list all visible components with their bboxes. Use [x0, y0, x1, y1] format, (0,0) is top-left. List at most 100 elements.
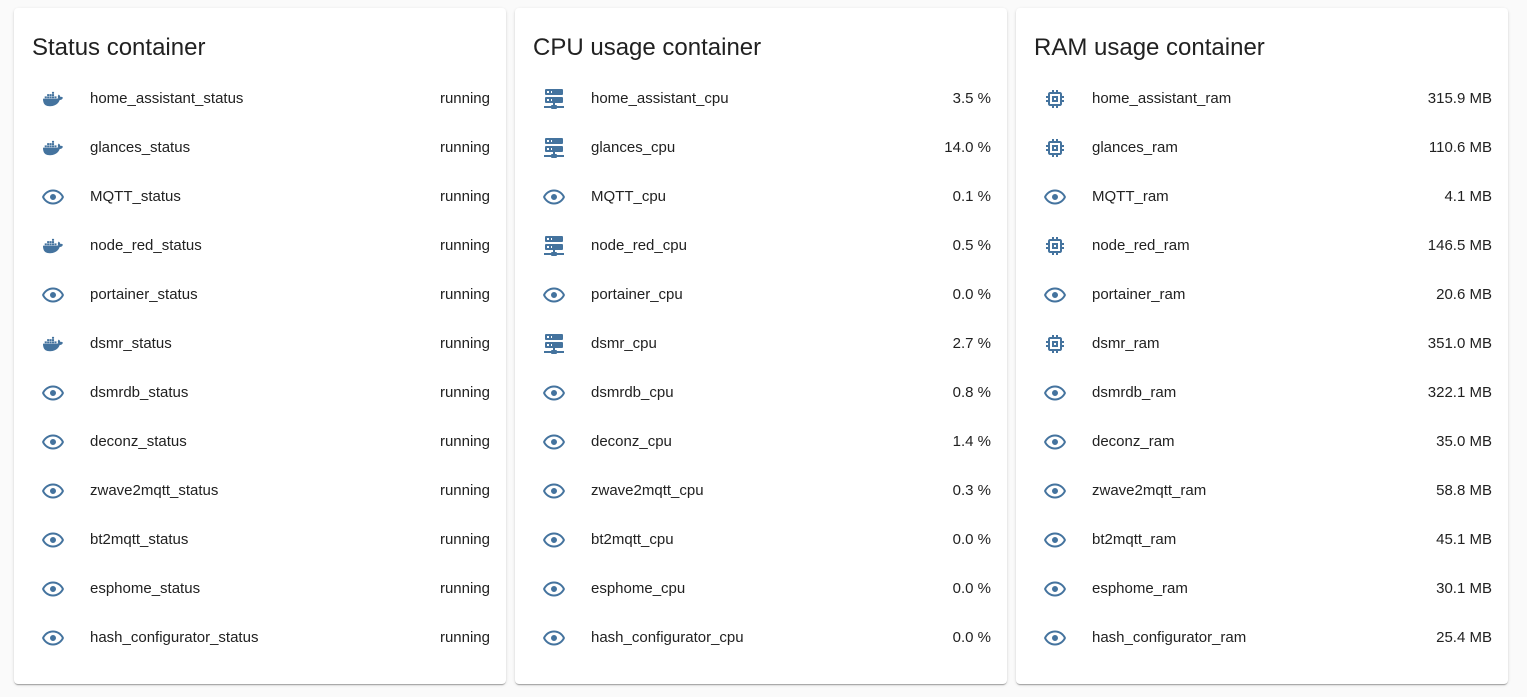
- entity-state: 2.7 %: [952, 335, 991, 352]
- entity-state: running: [439, 433, 490, 450]
- entity-name: esphome_ram: [1092, 580, 1188, 597]
- entity-state: 322.1 MB: [1427, 384, 1492, 401]
- entity-state: running: [439, 188, 490, 205]
- eye-icon: [542, 381, 566, 405]
- entity-row-glances-cpu[interactable]: glances_cpu 14.0 %: [515, 123, 1007, 172]
- entity-state: 25.4 MB: [1436, 629, 1492, 646]
- eye-icon: [1043, 381, 1067, 405]
- server-network-icon: [542, 332, 566, 356]
- entity-row-dsmr-ram[interactable]: dsmr_ram 351.0 MB: [1016, 319, 1508, 368]
- entity-row-node-red-cpu[interactable]: node_red_cpu 0.5 %: [515, 221, 1007, 270]
- entity-name: portainer_ram: [1092, 286, 1186, 303]
- entity-row-esphome-ram[interactable]: esphome_ram 30.1 MB: [1016, 564, 1508, 613]
- entity-row-deconz-status[interactable]: deconz_status running: [14, 417, 506, 466]
- eye-icon: [1043, 479, 1067, 503]
- entity-name: esphome_status: [90, 580, 201, 597]
- entity-name: portainer_status: [90, 286, 198, 303]
- entity-row-deconz-ram[interactable]: deconz_ram 35.0 MB: [1016, 417, 1508, 466]
- entity-state: 58.8 MB: [1436, 482, 1492, 499]
- card-cpu-usage-container: CPU usage container home_assistant_cpu 3…: [515, 8, 1007, 684]
- eye-icon: [542, 430, 566, 454]
- entity-row-portainer-status[interactable]: portainer_status running: [14, 270, 506, 319]
- entity-row-bt2mqtt-cpu[interactable]: bt2mqtt_cpu 0.0 %: [515, 515, 1007, 564]
- memory-icon: [1043, 87, 1067, 111]
- entity-row-dsmr-status[interactable]: dsmr_status running: [14, 319, 506, 368]
- entity-name: home_assistant_cpu: [591, 90, 729, 107]
- entity-row-bt2mqtt-status[interactable]: bt2mqtt_status running: [14, 515, 506, 564]
- entity-name: hash_configurator_cpu: [591, 629, 744, 646]
- entity-row-glances-ram[interactable]: glances_ram 110.6 MB: [1016, 123, 1508, 172]
- entity-row-zwave2mqtt-status[interactable]: zwave2mqtt_status running: [14, 466, 506, 515]
- entity-row-zwave2mqtt-ram[interactable]: zwave2mqtt_ram 58.8 MB: [1016, 466, 1508, 515]
- entity-name: deconz_ram: [1092, 433, 1175, 450]
- entity-row-zwave2mqtt-cpu[interactable]: zwave2mqtt_cpu 0.3 %: [515, 466, 1007, 515]
- entity-name: dsmrdb_cpu: [591, 384, 674, 401]
- entity-state: running: [439, 286, 490, 303]
- entity-row-home-assistant-cpu[interactable]: home_assistant_cpu 3.5 %: [515, 74, 1007, 123]
- entity-state: 0.5 %: [952, 237, 991, 254]
- entity-name: dsmr_ram: [1092, 335, 1160, 352]
- entity-state: 20.6 MB: [1436, 286, 1492, 303]
- entity-row-node-red-ram[interactable]: node_red_ram 146.5 MB: [1016, 221, 1508, 270]
- entity-state: 4.1 MB: [1444, 188, 1492, 205]
- entity-name: node_red_ram: [1092, 237, 1190, 254]
- entity-row-node-red-status[interactable]: node_red_status running: [14, 221, 506, 270]
- eye-icon: [41, 283, 65, 307]
- entity-state: 0.3 %: [952, 482, 991, 499]
- eye-icon: [1043, 626, 1067, 650]
- entity-row-dsmrdb-ram[interactable]: dsmrdb_ram 322.1 MB: [1016, 368, 1508, 417]
- docker-icon: [41, 234, 65, 258]
- entity-row-hash-configurator-status[interactable]: hash_configurator_status running: [14, 613, 506, 662]
- entity-row-home-assistant-status[interactable]: home_assistant_status running: [14, 74, 506, 123]
- entity-name: MQTT_ram: [1092, 188, 1169, 205]
- entity-row-home-assistant-ram[interactable]: home_assistant_ram 315.9 MB: [1016, 74, 1508, 123]
- entity-row-bt2mqtt-ram[interactable]: bt2mqtt_ram 45.1 MB: [1016, 515, 1508, 564]
- entity-name: dsmrdb_ram: [1092, 384, 1177, 401]
- entity-row-portainer-ram[interactable]: portainer_ram 20.6 MB: [1016, 270, 1508, 319]
- entity-state: running: [439, 580, 490, 597]
- entity-name: home_assistant_status: [90, 90, 244, 107]
- card-status-container: Status container home_assistant_status r…: [14, 8, 506, 684]
- entity-row-esphome-status[interactable]: esphome_status running: [14, 564, 506, 613]
- entity-name: esphome_cpu: [591, 580, 686, 597]
- entity-row-mqtt-cpu[interactable]: MQTT_cpu 0.1 %: [515, 172, 1007, 221]
- entity-name: MQTT_status: [90, 188, 181, 205]
- entity-row-dsmr-cpu[interactable]: dsmr_cpu 2.7 %: [515, 319, 1007, 368]
- entity-row-glances-status[interactable]: glances_status running: [14, 123, 506, 172]
- entity-name: home_assistant_ram: [1092, 90, 1232, 107]
- card-title: Status container: [32, 34, 206, 61]
- docker-icon: [41, 332, 65, 356]
- entity-row-hash-configurator-ram[interactable]: hash_configurator_ram 25.4 MB: [1016, 613, 1508, 662]
- entity-name: zwave2mqtt_ram: [1092, 482, 1207, 499]
- entity-state: 45.1 MB: [1436, 531, 1492, 548]
- entity-state: 1.4 %: [952, 433, 991, 450]
- entity-name: glances_cpu: [591, 139, 676, 156]
- docker-icon: [41, 136, 65, 160]
- entities-list: home_assistant_status running glances_st…: [14, 68, 506, 662]
- entity-state: 0.8 %: [952, 384, 991, 401]
- entity-state: 146.5 MB: [1427, 237, 1492, 254]
- entity-name: zwave2mqtt_status: [90, 482, 219, 499]
- entity-state: 30.1 MB: [1436, 580, 1492, 597]
- entity-row-dsmrdb-cpu[interactable]: dsmrdb_cpu 0.8 %: [515, 368, 1007, 417]
- entity-row-portainer-cpu[interactable]: portainer_cpu 0.0 %: [515, 270, 1007, 319]
- eye-icon: [542, 577, 566, 601]
- eye-icon: [41, 577, 65, 601]
- card-title: RAM usage container: [1034, 34, 1265, 61]
- entity-state: running: [439, 384, 490, 401]
- eye-icon: [542, 528, 566, 552]
- eye-icon: [542, 479, 566, 503]
- entity-row-dsmrdb-status[interactable]: dsmrdb_status running: [14, 368, 506, 417]
- entity-row-mqtt-ram[interactable]: MQTT_ram 4.1 MB: [1016, 172, 1508, 221]
- server-network-icon: [542, 136, 566, 160]
- entity-name: zwave2mqtt_cpu: [591, 482, 704, 499]
- entity-row-hash-configurator-cpu[interactable]: hash_configurator_cpu 0.0 %: [515, 613, 1007, 662]
- entity-row-deconz-cpu[interactable]: deconz_cpu 1.4 %: [515, 417, 1007, 466]
- entity-name: deconz_cpu: [591, 433, 672, 450]
- memory-icon: [1043, 136, 1067, 160]
- entity-row-esphome-cpu[interactable]: esphome_cpu 0.0 %: [515, 564, 1007, 613]
- entity-row-mqtt-status[interactable]: MQTT_status running: [14, 172, 506, 221]
- eye-icon: [1043, 430, 1067, 454]
- entity-state: running: [439, 629, 490, 646]
